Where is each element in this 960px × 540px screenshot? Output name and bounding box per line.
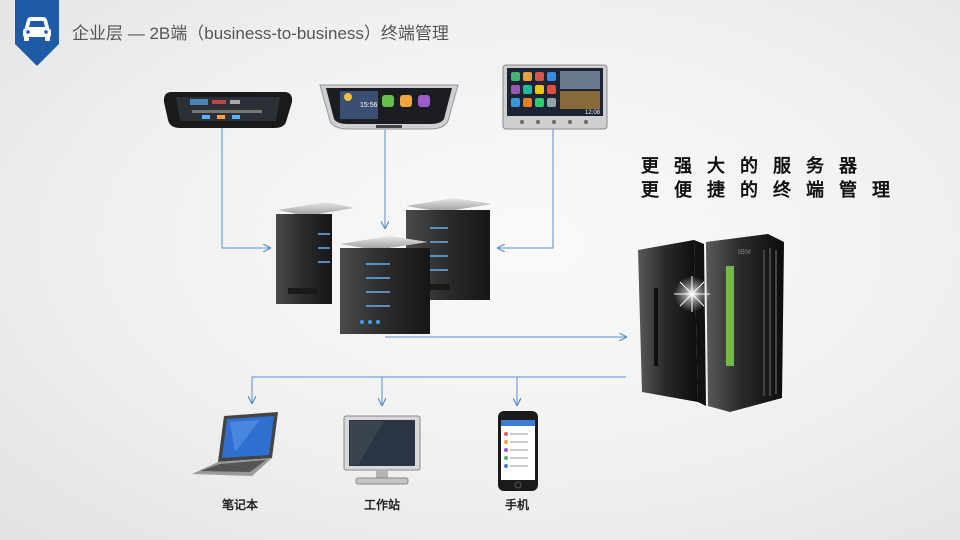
client-label-laptop: 笔记本 (221, 498, 258, 512)
header-badge (15, 0, 59, 66)
client-label-workstation: 工作站 (363, 498, 400, 512)
mainframe-glow-strip (726, 266, 734, 366)
connector-tablet-to-servers (498, 127, 554, 248)
server-cluster (276, 198, 492, 334)
server-center (340, 236, 430, 334)
client-label-phone: 手机 (504, 498, 529, 512)
center-console-device: 15:56 (319, 84, 459, 130)
tagline-line-1: 更 强 大 的 服 务 器 (641, 156, 863, 176)
touch-tablet-device: 12:08 (502, 64, 608, 130)
server-left (276, 202, 354, 304)
laptop-icon (192, 412, 278, 476)
tagline-line-2: 更 便 捷 的 终 端 管 理 (641, 180, 896, 200)
car-icon (23, 17, 51, 41)
mirror-clock: 15:56 (360, 102, 378, 109)
mainframe-brand: IBM (738, 249, 751, 256)
ibm-mainframe: IBM (638, 234, 784, 412)
console-clock: 12:08 (585, 110, 601, 116)
smartphone-icon (498, 411, 538, 491)
page-title: 企业层 — 2B端（business-to-business）终端管理 (72, 24, 449, 43)
rearview-mirror-device (163, 92, 293, 128)
connector-mirror-to-servers (221, 127, 270, 248)
monitor-icon (343, 415, 421, 485)
connector-mainframe-to-clients (252, 376, 626, 403)
